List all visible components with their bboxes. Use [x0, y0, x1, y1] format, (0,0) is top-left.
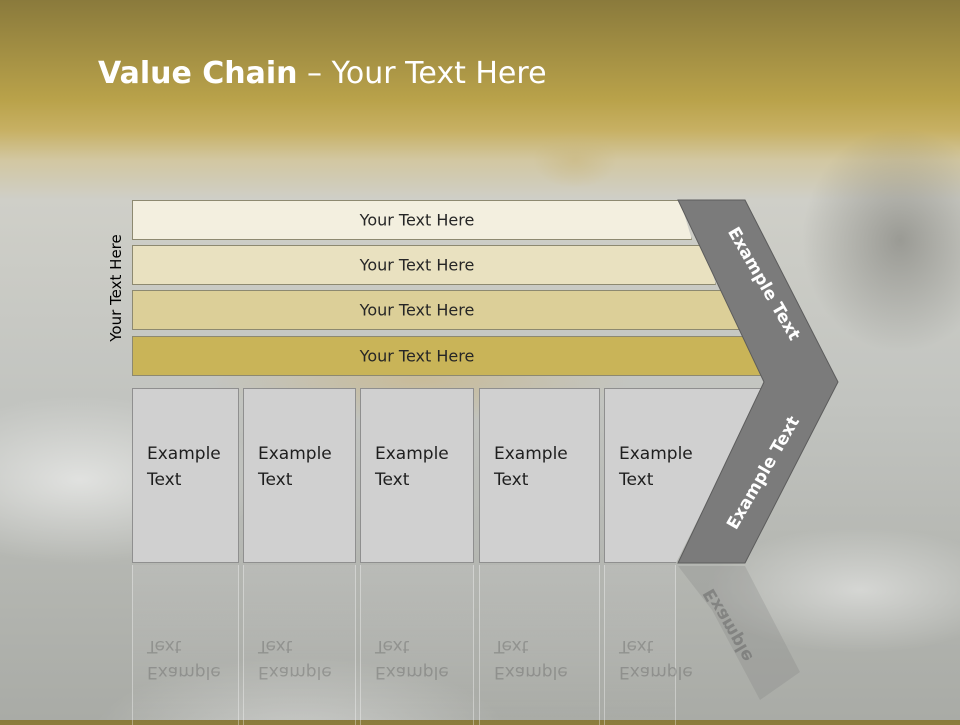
bar-2[interactable]: Your Text Here [132, 245, 716, 285]
bar-3-label: Your Text Here [359, 300, 475, 320]
page-title: Value Chain – Your Text Here [98, 56, 547, 91]
bar-2-label: Your Text Here [359, 255, 475, 275]
title-rest: – Your Text Here [297, 56, 547, 91]
bar-4[interactable]: Your Text Here [132, 336, 764, 376]
bar-4-label: Your Text Here [359, 346, 475, 366]
bar-3[interactable]: Your Text Here [132, 290, 740, 330]
chevron-shape[interactable] [677, 199, 839, 564]
bar-1-label: Your Text Here [359, 210, 475, 230]
side-label: Your Text Here [107, 234, 125, 342]
title-bold: Value Chain [98, 56, 298, 91]
bar-1[interactable]: Your Text Here [132, 200, 692, 240]
